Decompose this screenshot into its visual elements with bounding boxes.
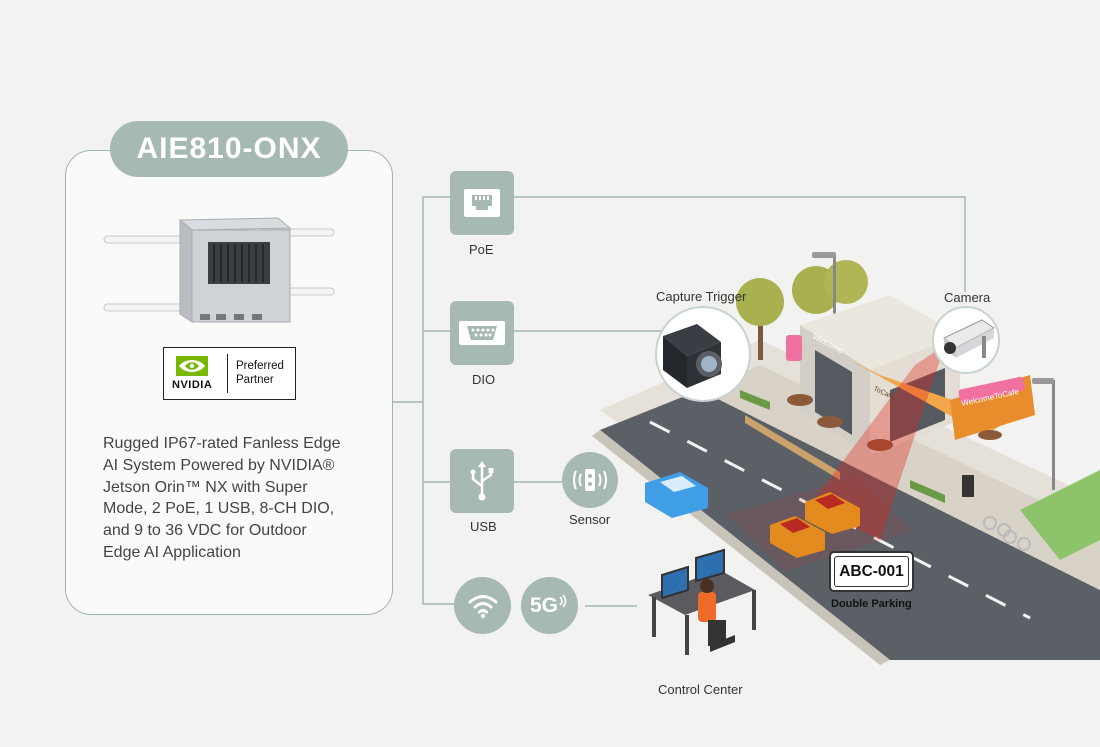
badge-line2: Partner bbox=[236, 374, 274, 386]
car-orange-1 bbox=[770, 516, 825, 558]
control-center-label: Control Center bbox=[658, 682, 743, 697]
poe-camera-line bbox=[514, 196, 965, 198]
description-line: Jetson Orin™ NX with Super bbox=[103, 478, 308, 496]
dio-trigger-line bbox=[514, 330, 662, 332]
nvidia-partner-badge: NVIDIA Preferred Partner bbox=[163, 347, 296, 400]
usb-connector bbox=[422, 481, 450, 483]
capture-trigger-camera-icon bbox=[663, 324, 722, 388]
bus-line-main bbox=[393, 401, 423, 403]
wireless-connector bbox=[422, 603, 454, 605]
sensor-label: Sensor bbox=[569, 512, 611, 527]
description-line: AI System Powered by NVIDIA® bbox=[103, 456, 335, 474]
poe-connector bbox=[422, 196, 450, 198]
license-plate: ABC-001 bbox=[829, 551, 914, 592]
usb-sensor-line bbox=[514, 481, 562, 483]
sensor-node bbox=[562, 452, 618, 508]
wifi-icon bbox=[468, 594, 497, 618]
wifi-node bbox=[454, 577, 511, 634]
bus-line-vertical bbox=[422, 196, 424, 603]
device-image bbox=[103, 217, 335, 323]
fiveg-node: 5G bbox=[521, 577, 578, 634]
dio-connector bbox=[422, 330, 450, 332]
dio-port-box bbox=[450, 301, 514, 365]
city-scene: WelcomeToCafe ToCafe Welcome bbox=[592, 252, 1100, 665]
description-line: Edge AI Application bbox=[103, 543, 241, 561]
camera-label: Camera bbox=[944, 290, 991, 305]
description-line: Mode, 2 PoE, 1 USB, 8-CH DIO, bbox=[103, 500, 335, 518]
product-description: Rugged IP67-rated Fanless Edge AI System… bbox=[103, 433, 403, 564]
car-orange-2 bbox=[805, 492, 860, 534]
description-line: Rugged IP67-rated Fanless Edge bbox=[103, 435, 341, 452]
camera-node bbox=[932, 306, 1000, 374]
ethernet-port-icon bbox=[464, 189, 500, 217]
description-line: and 9 to 36 VDC for Outdoor bbox=[103, 522, 307, 540]
camera-drop-line bbox=[964, 196, 966, 292]
security-camera-icon bbox=[943, 319, 995, 358]
plate-caption: Double Parking bbox=[831, 598, 912, 610]
badge-divider bbox=[227, 354, 228, 393]
usb-icon bbox=[470, 461, 494, 501]
poe-port-box bbox=[450, 171, 514, 235]
capture-trigger-node bbox=[655, 306, 751, 402]
plate-number: ABC-001 bbox=[839, 562, 904, 580]
capture-trigger-label: Capture Trigger bbox=[656, 289, 747, 304]
car-blue bbox=[645, 472, 708, 518]
poe-label: PoE bbox=[469, 242, 494, 257]
serial-port-icon bbox=[459, 321, 505, 345]
product-title: AIE810-ONX bbox=[110, 121, 348, 177]
fiveg-control-line bbox=[585, 605, 637, 607]
usb-label: USB bbox=[470, 519, 497, 534]
nvidia-eye-icon bbox=[176, 356, 208, 376]
usb-port-box bbox=[450, 449, 514, 513]
dio-label: DIO bbox=[472, 372, 496, 387]
fiveg-label: 5G bbox=[529, 593, 558, 617]
badge-line1: Preferred bbox=[236, 360, 284, 372]
signal-arc-icon bbox=[559, 593, 567, 608]
sensor-icon bbox=[573, 469, 607, 491]
nvidia-brand-text: NVIDIA bbox=[172, 379, 213, 391]
